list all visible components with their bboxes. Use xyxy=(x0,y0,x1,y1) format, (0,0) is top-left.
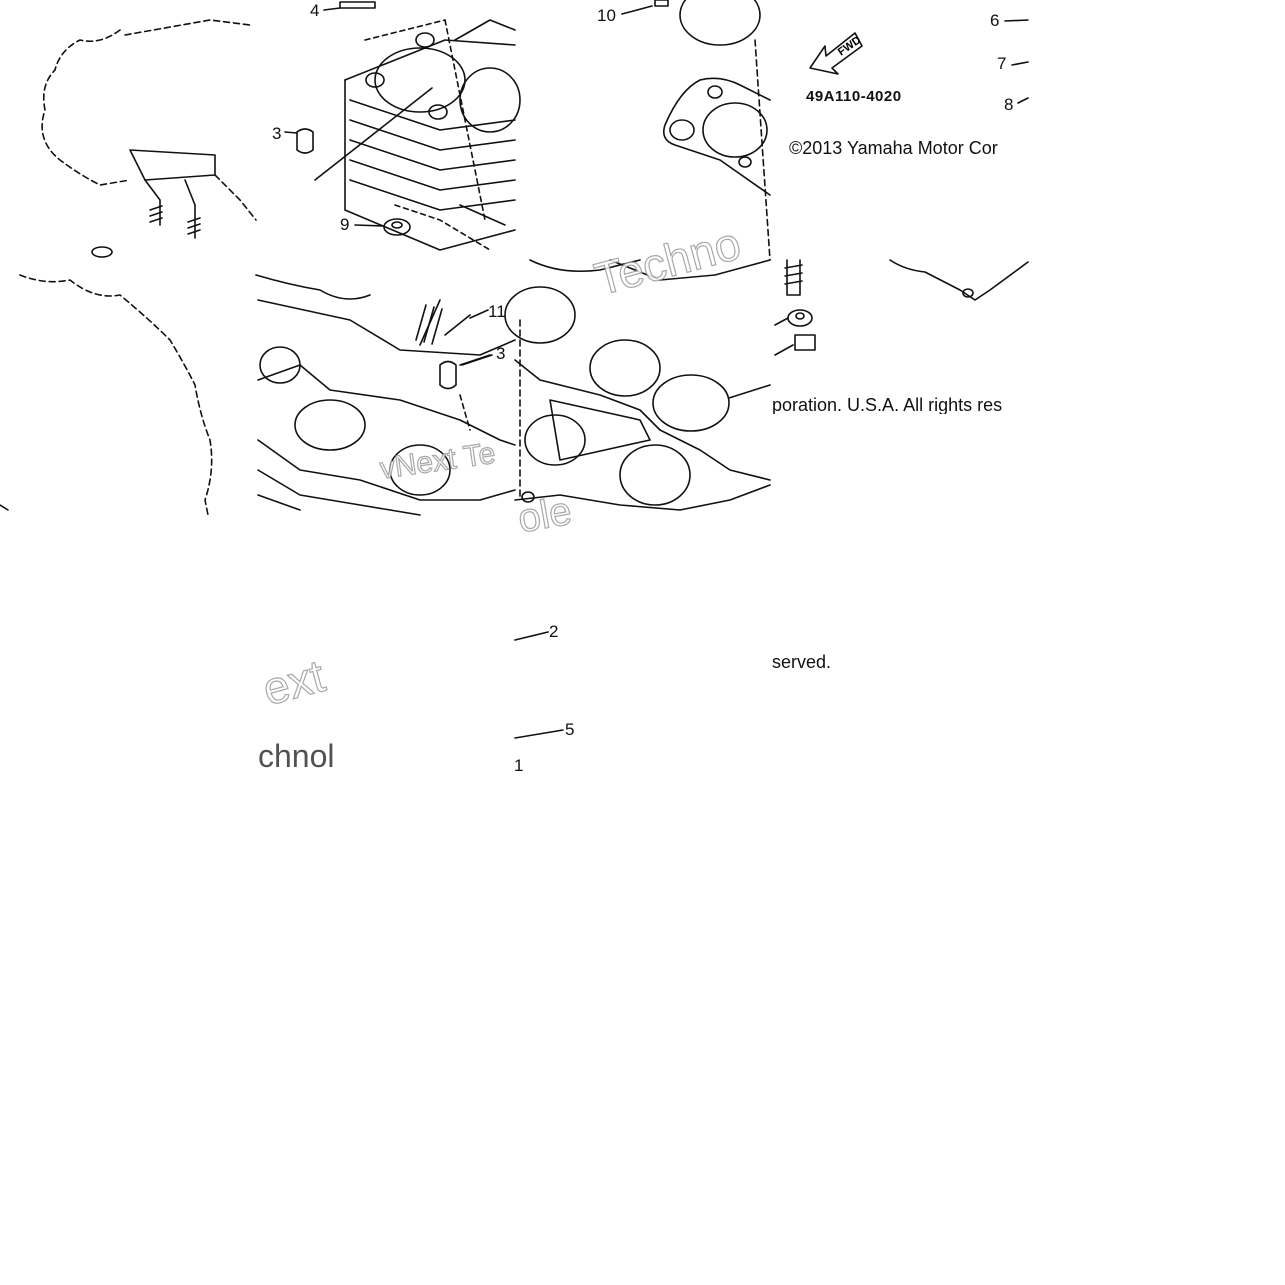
copyright-part-2: poration. U.S.A. All rights res xyxy=(772,396,1003,414)
cylinder-gasket-rings xyxy=(504,259,771,511)
fwd-label-svg: FWD xyxy=(836,34,863,58)
copyright-part-1: ©2013 Yamaha Motor Cor xyxy=(789,139,998,157)
part-3-dowel-top xyxy=(284,128,314,154)
watermark-fragment-5: chnol xyxy=(258,740,335,772)
callout-10: 10 xyxy=(597,6,616,25)
crankcase-outline-side xyxy=(0,274,371,516)
diagram-code: 49A110-4020 xyxy=(806,88,902,105)
fwd-label: FWD xyxy=(836,34,863,58)
cylinder-block-lower xyxy=(257,299,516,516)
callout-3-lower: 3 xyxy=(496,344,506,363)
part-4-nut xyxy=(323,1,376,11)
callout-8: 8 xyxy=(1004,95,1014,114)
callout-11: 11 xyxy=(488,302,506,321)
callout-2: 2 xyxy=(549,622,559,641)
forward-arrow-icon xyxy=(809,32,863,75)
callout-1: 1 xyxy=(514,756,524,775)
callout-3-top: 3 xyxy=(272,124,282,143)
callout-5: 5 xyxy=(565,720,575,739)
cylinder-block xyxy=(314,19,521,251)
part-9-washer xyxy=(354,218,411,236)
copyright-part-3: served. xyxy=(772,652,832,672)
callout-6: 6 xyxy=(990,11,1000,30)
crankcase-outline-top xyxy=(41,19,257,258)
part-stud-nut-washer xyxy=(774,259,1029,356)
callout-7: 7 xyxy=(997,54,1007,73)
cylinder-head-gasket-top xyxy=(621,0,771,261)
callout-9: 9 xyxy=(340,215,350,234)
callout-4: 4 xyxy=(310,1,320,20)
